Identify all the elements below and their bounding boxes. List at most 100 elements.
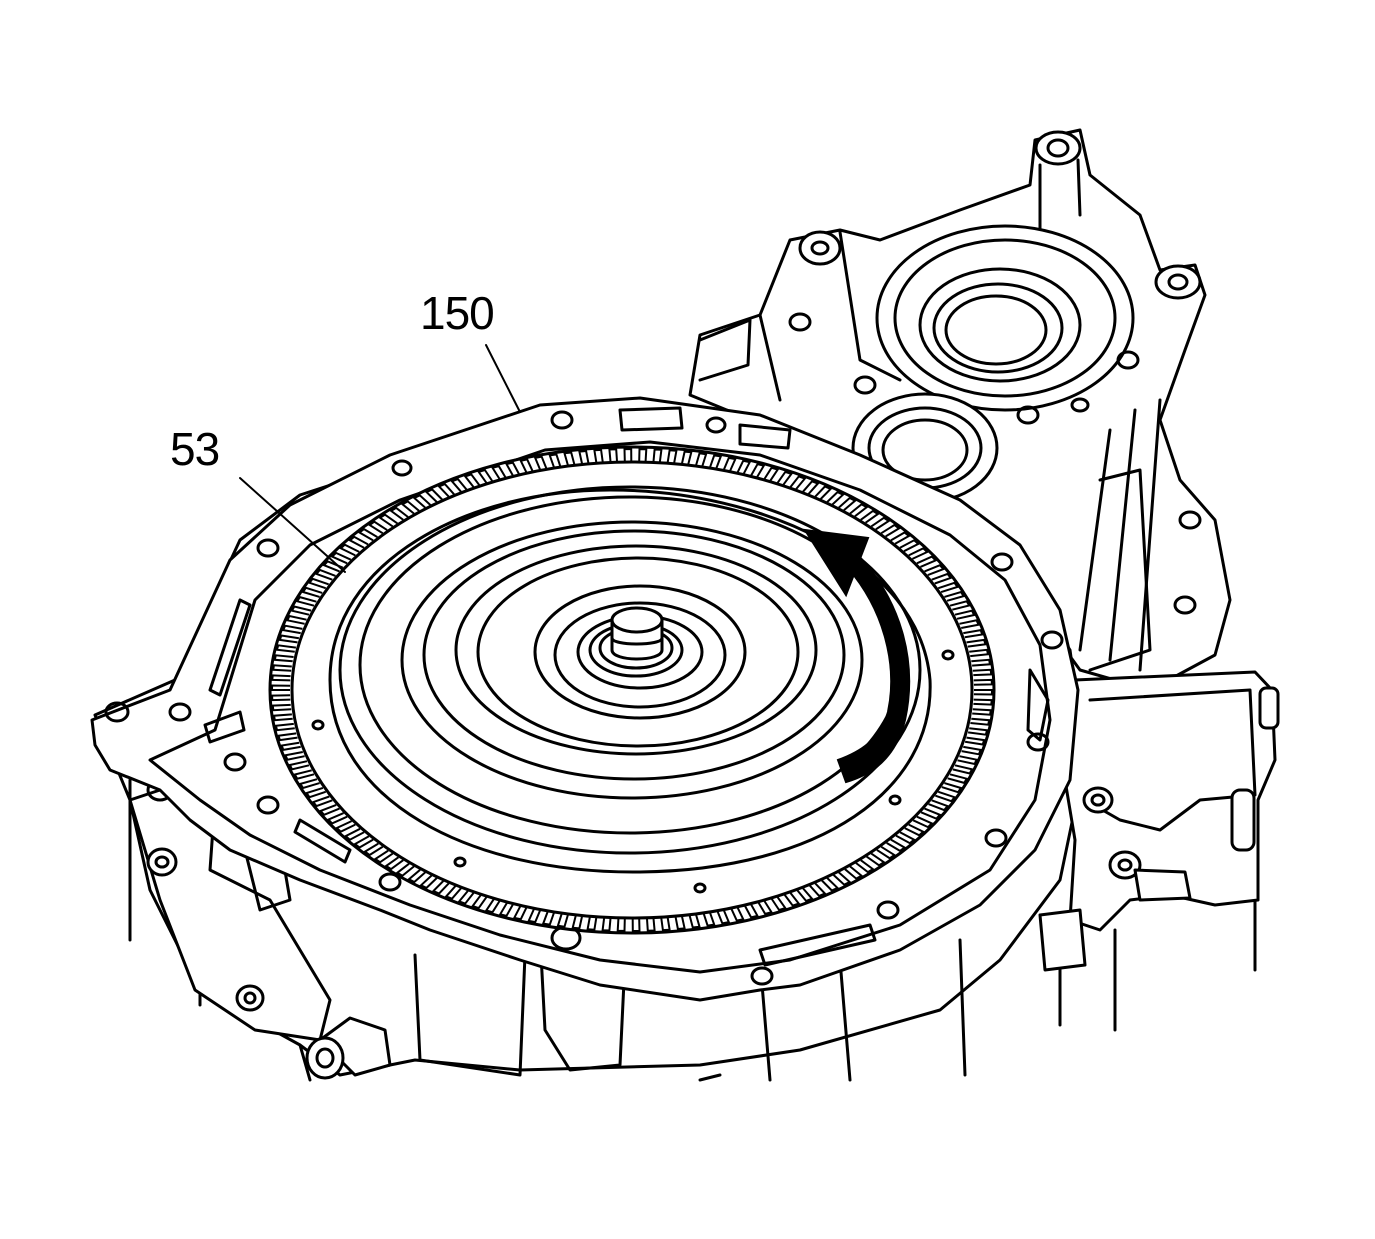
gear-tooth	[890, 531, 911, 545]
gear-tooth	[855, 859, 875, 874]
gear-tooth	[563, 451, 576, 466]
gear-tooth	[271, 694, 291, 702]
leader-lines	[239, 344, 521, 573]
gear-tooth	[969, 648, 990, 658]
gear-tooth	[278, 634, 300, 644]
gear-tooth	[578, 449, 590, 464]
gear-tooth	[937, 581, 960, 594]
gear-tooth	[814, 485, 833, 500]
gear-tooth	[904, 823, 925, 837]
gear-tooth	[533, 455, 548, 470]
gear-tooth	[335, 820, 356, 833]
gear-tooth	[895, 831, 916, 845]
gear-tooth	[353, 835, 374, 849]
gear-tooth	[295, 595, 317, 607]
gear-tooth	[367, 520, 388, 535]
gear-tooth	[957, 755, 979, 766]
gear-tooth	[935, 790, 957, 803]
gear-tooth	[395, 862, 415, 877]
gear-tooth	[512, 905, 528, 921]
gear-tooth	[860, 509, 880, 524]
gear-tooth	[318, 803, 340, 816]
gear-tooth	[961, 745, 983, 756]
gear-tooth	[723, 456, 737, 472]
gear-tooth	[757, 900, 774, 916]
gear-tooth	[972, 668, 993, 677]
gear-tooth	[783, 892, 801, 907]
gear-tooth	[928, 799, 950, 812]
gear-tooth	[870, 516, 891, 531]
gear-tooth	[899, 539, 921, 553]
gear-tooth	[646, 918, 656, 932]
gear-tooth	[444, 885, 462, 900]
gear-tooth	[311, 795, 333, 808]
gear-tooth	[789, 475, 807, 490]
gear-tooth	[463, 473, 481, 488]
gear-tooth	[908, 547, 929, 560]
gear-tooth	[548, 453, 562, 468]
left-bracket	[128, 778, 392, 1080]
gear-tooth	[498, 902, 514, 918]
rotation-arrow	[803, 528, 911, 784]
gear-tooth	[275, 644, 297, 653]
torque-converter	[328, 485, 932, 874]
gear-tooth	[616, 918, 626, 932]
gear-tooth	[326, 812, 348, 825]
gear-tooth	[343, 827, 365, 841]
gear-tooth	[272, 664, 292, 672]
gear-tooth	[681, 450, 693, 465]
gear-tooth	[826, 490, 845, 506]
gear-tooth	[271, 674, 291, 682]
gear-tooth	[288, 760, 310, 771]
gear-tooth	[971, 658, 992, 667]
gear-tooth	[688, 914, 701, 929]
gear-tooth	[973, 698, 993, 706]
gear-tooth	[271, 703, 292, 712]
gear-tooth	[931, 572, 953, 585]
gear-tooth	[886, 838, 907, 853]
gear-tooth	[666, 449, 678, 463]
gear-tooth	[736, 459, 752, 475]
gear-tooth	[821, 877, 840, 892]
gear-tooth	[484, 898, 501, 914]
gear-tooth	[348, 535, 369, 549]
gear-tooth	[437, 482, 455, 498]
gear-tooth	[363, 842, 384, 857]
gear-tooth	[849, 503, 869, 518]
gear-tooth	[944, 590, 966, 602]
gear-tooth	[880, 523, 901, 538]
leader-53	[239, 477, 346, 573]
gear-tooth	[400, 500, 420, 515]
gear-tooth	[949, 600, 971, 611]
gear-tooth	[952, 764, 974, 775]
gear-tooth	[959, 619, 980, 629]
gear-tooth	[702, 912, 716, 927]
gear-tooth	[660, 917, 671, 932]
gear-tooth	[838, 496, 857, 511]
rear-case	[688, 128, 1232, 692]
gear-tooth	[424, 488, 443, 503]
gear-tooth	[770, 896, 787, 912]
gear-tooth	[272, 713, 293, 722]
gear-tooth	[457, 890, 475, 905]
gear-tooth	[277, 732, 298, 742]
right-bracket	[1038, 670, 1280, 972]
gear-tooth	[274, 722, 295, 732]
gear-tooth	[541, 911, 555, 926]
gear-tooth	[866, 852, 886, 867]
gear-tooth	[709, 454, 723, 469]
gear-tooth	[802, 480, 820, 495]
gear-tooth	[876, 845, 897, 860]
gear-tooth	[601, 918, 612, 932]
gear-tooth	[281, 624, 303, 635]
gear-tooth	[270, 684, 291, 691]
gear-tooth	[527, 908, 541, 924]
gear-tooth	[593, 448, 604, 463]
gear-tooth	[716, 910, 731, 925]
gear-tooth	[963, 628, 984, 639]
gear-tooth	[298, 778, 320, 790]
gear-tooth	[431, 880, 450, 895]
gear-tooth	[477, 468, 494, 484]
gear-tooth	[301, 586, 323, 598]
